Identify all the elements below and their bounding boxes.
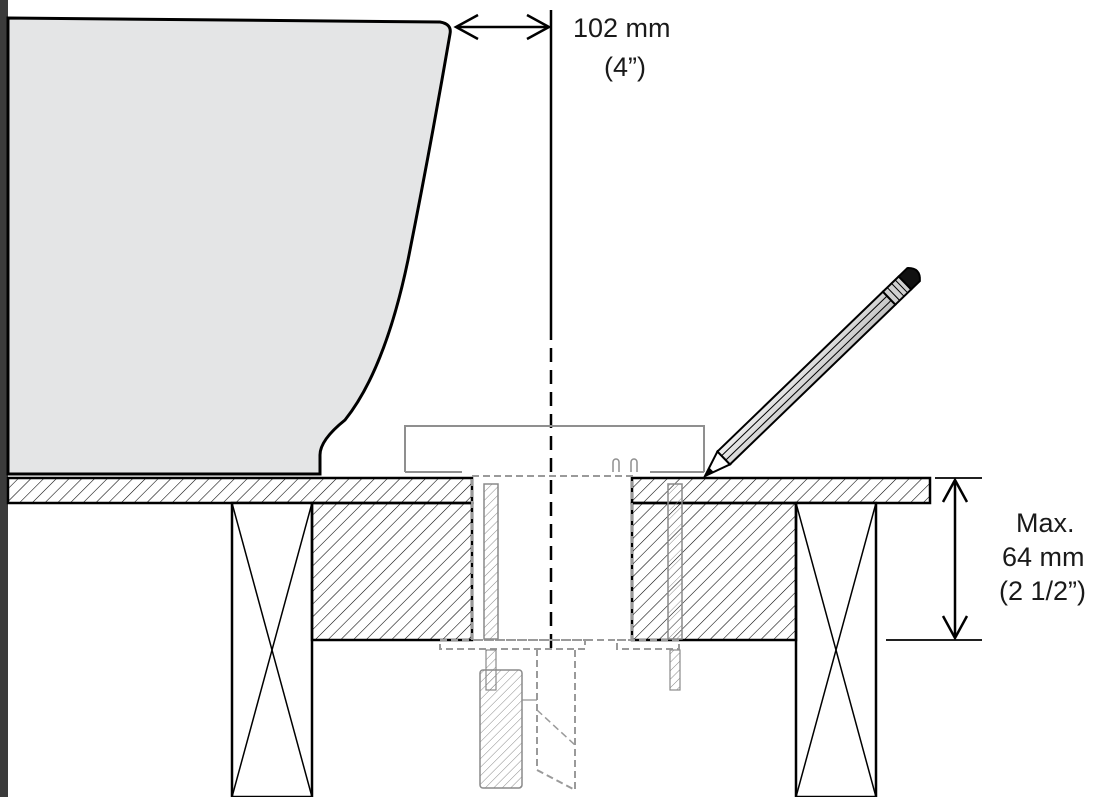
blocking-left [310,501,474,642]
max-height-dimension [886,477,982,641]
drain-housing-outline [404,425,705,473]
drain-body-hidden [439,475,680,792]
mounting-bolt-left [483,483,499,691]
joist-right [794,501,878,797]
mounting-bolt-right [667,483,683,691]
max-height-imperial: (2 1/2”) [999,576,1086,606]
bathtub-body [6,16,452,476]
left-edge-bar [0,0,8,797]
blocking-right [630,501,798,642]
top-dimension-metric: 102 mm [573,13,671,43]
max-height-metric: 64 mm [1002,542,1085,572]
floor-board-left [6,476,474,505]
top-dimension-arrow [453,13,552,41]
pencil-icon [702,267,921,479]
spring-coil-icon [479,669,537,789]
joist-left [230,501,314,797]
max-height-prefix: Max. [1016,508,1075,538]
top-dimension-imperial: (4”) [604,52,646,82]
